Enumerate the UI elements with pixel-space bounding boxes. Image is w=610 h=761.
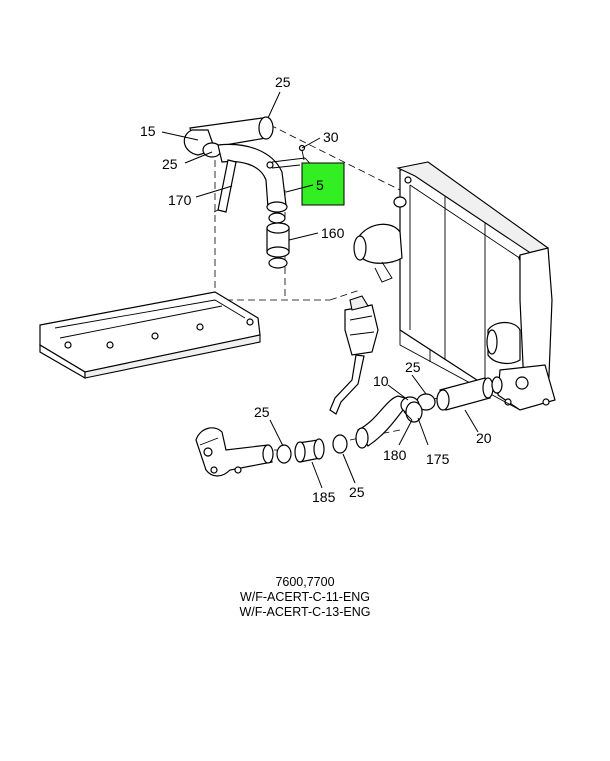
caption-engine-c11: W/F-ACERT-C-11-ENG [239,590,371,604]
caption-engine-c13: W/F-ACERT-C-13-ENG [239,605,371,619]
hose-185-with-clamps [276,434,348,464]
valve-cover [39,291,261,380]
callout-25-bottom: 25 [349,484,365,500]
radiator [353,161,556,411]
callout-170: 170 [168,192,192,208]
callout-25-mid: 25 [405,359,421,375]
callout-185: 185 [312,489,336,505]
callout-25-left: 25 [162,156,178,172]
bracket-170 [213,159,237,213]
callout-labels: 25 15 30 25 5 170 160 10 25 25 20 180 17… [140,74,492,505]
leader-lines [161,91,479,489]
upper-hose-assembly [183,116,317,213]
callout-30: 30 [323,129,339,145]
callout-10: 10 [373,373,389,389]
callout-5: 5 [316,177,324,193]
hose-160 [266,212,290,269]
lower-pipe-10 [355,395,423,449]
callout-25-low: 25 [254,404,270,420]
water-inlet-elbow [195,427,274,477]
highlight-box-part-5 [301,162,345,206]
callout-160: 160 [321,225,345,241]
caption-model: 7600,7700 [275,575,335,589]
callout-15: 15 [140,123,156,139]
callout-175: 175 [426,451,450,467]
callout-20: 20 [476,430,492,446]
thermostat-housing [329,295,379,415]
callout-25-top: 25 [275,74,291,90]
lower-hose-20 [416,376,503,411]
callout-180: 180 [383,447,407,463]
